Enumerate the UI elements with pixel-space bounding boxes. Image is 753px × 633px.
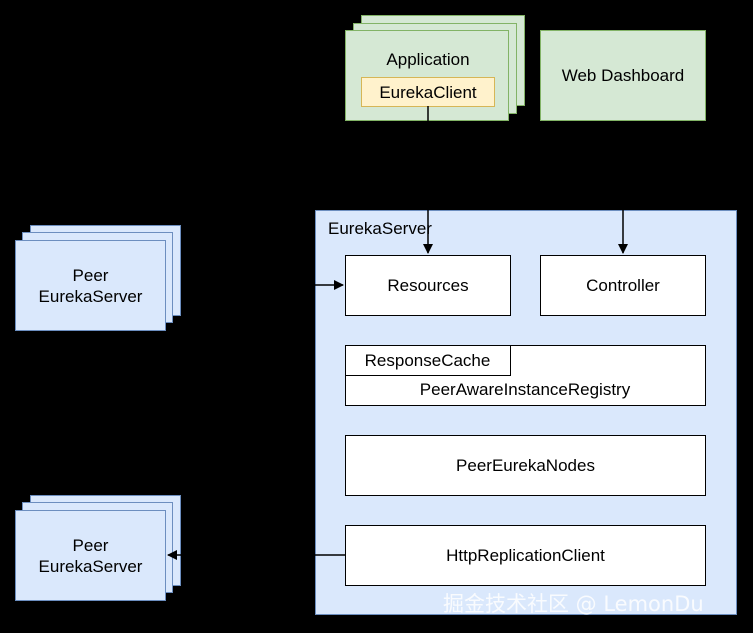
peer-eureka-server-2: Peer EurekaServer (15, 510, 166, 601)
controller-box: Controller (540, 255, 706, 316)
application-box: Application EurekaClient (345, 30, 509, 121)
application-title: Application (386, 50, 470, 69)
http-replication-client-box: HttpReplicationClient (345, 525, 706, 586)
eureka-client-box: EurekaClient (361, 77, 495, 107)
peer-1-line2: EurekaServer (38, 286, 143, 306)
eureka-server-title: EurekaServer (328, 219, 432, 238)
response-cache-box: ResponseCache (344, 344, 511, 376)
peer-eureka-nodes-box: PeerEurekaNodes (345, 435, 706, 496)
peer-2-line2: EurekaServer (38, 556, 143, 576)
registry-label: PeerAwareInstanceRegistry (419, 380, 631, 399)
web-dashboard-box: Web Dashboard (540, 30, 706, 121)
registry-box: ResponseCache PeerAwareInstanceRegistry (344, 344, 706, 406)
watermark-text: 掘金技术社区 @ LemonDu (443, 592, 704, 616)
peer-1-line1: Peer (72, 265, 109, 285)
peer-eureka-server-1: Peer EurekaServer (15, 240, 166, 331)
peer-2-line1: Peer (72, 535, 109, 555)
resources-box: Resources (345, 255, 511, 316)
